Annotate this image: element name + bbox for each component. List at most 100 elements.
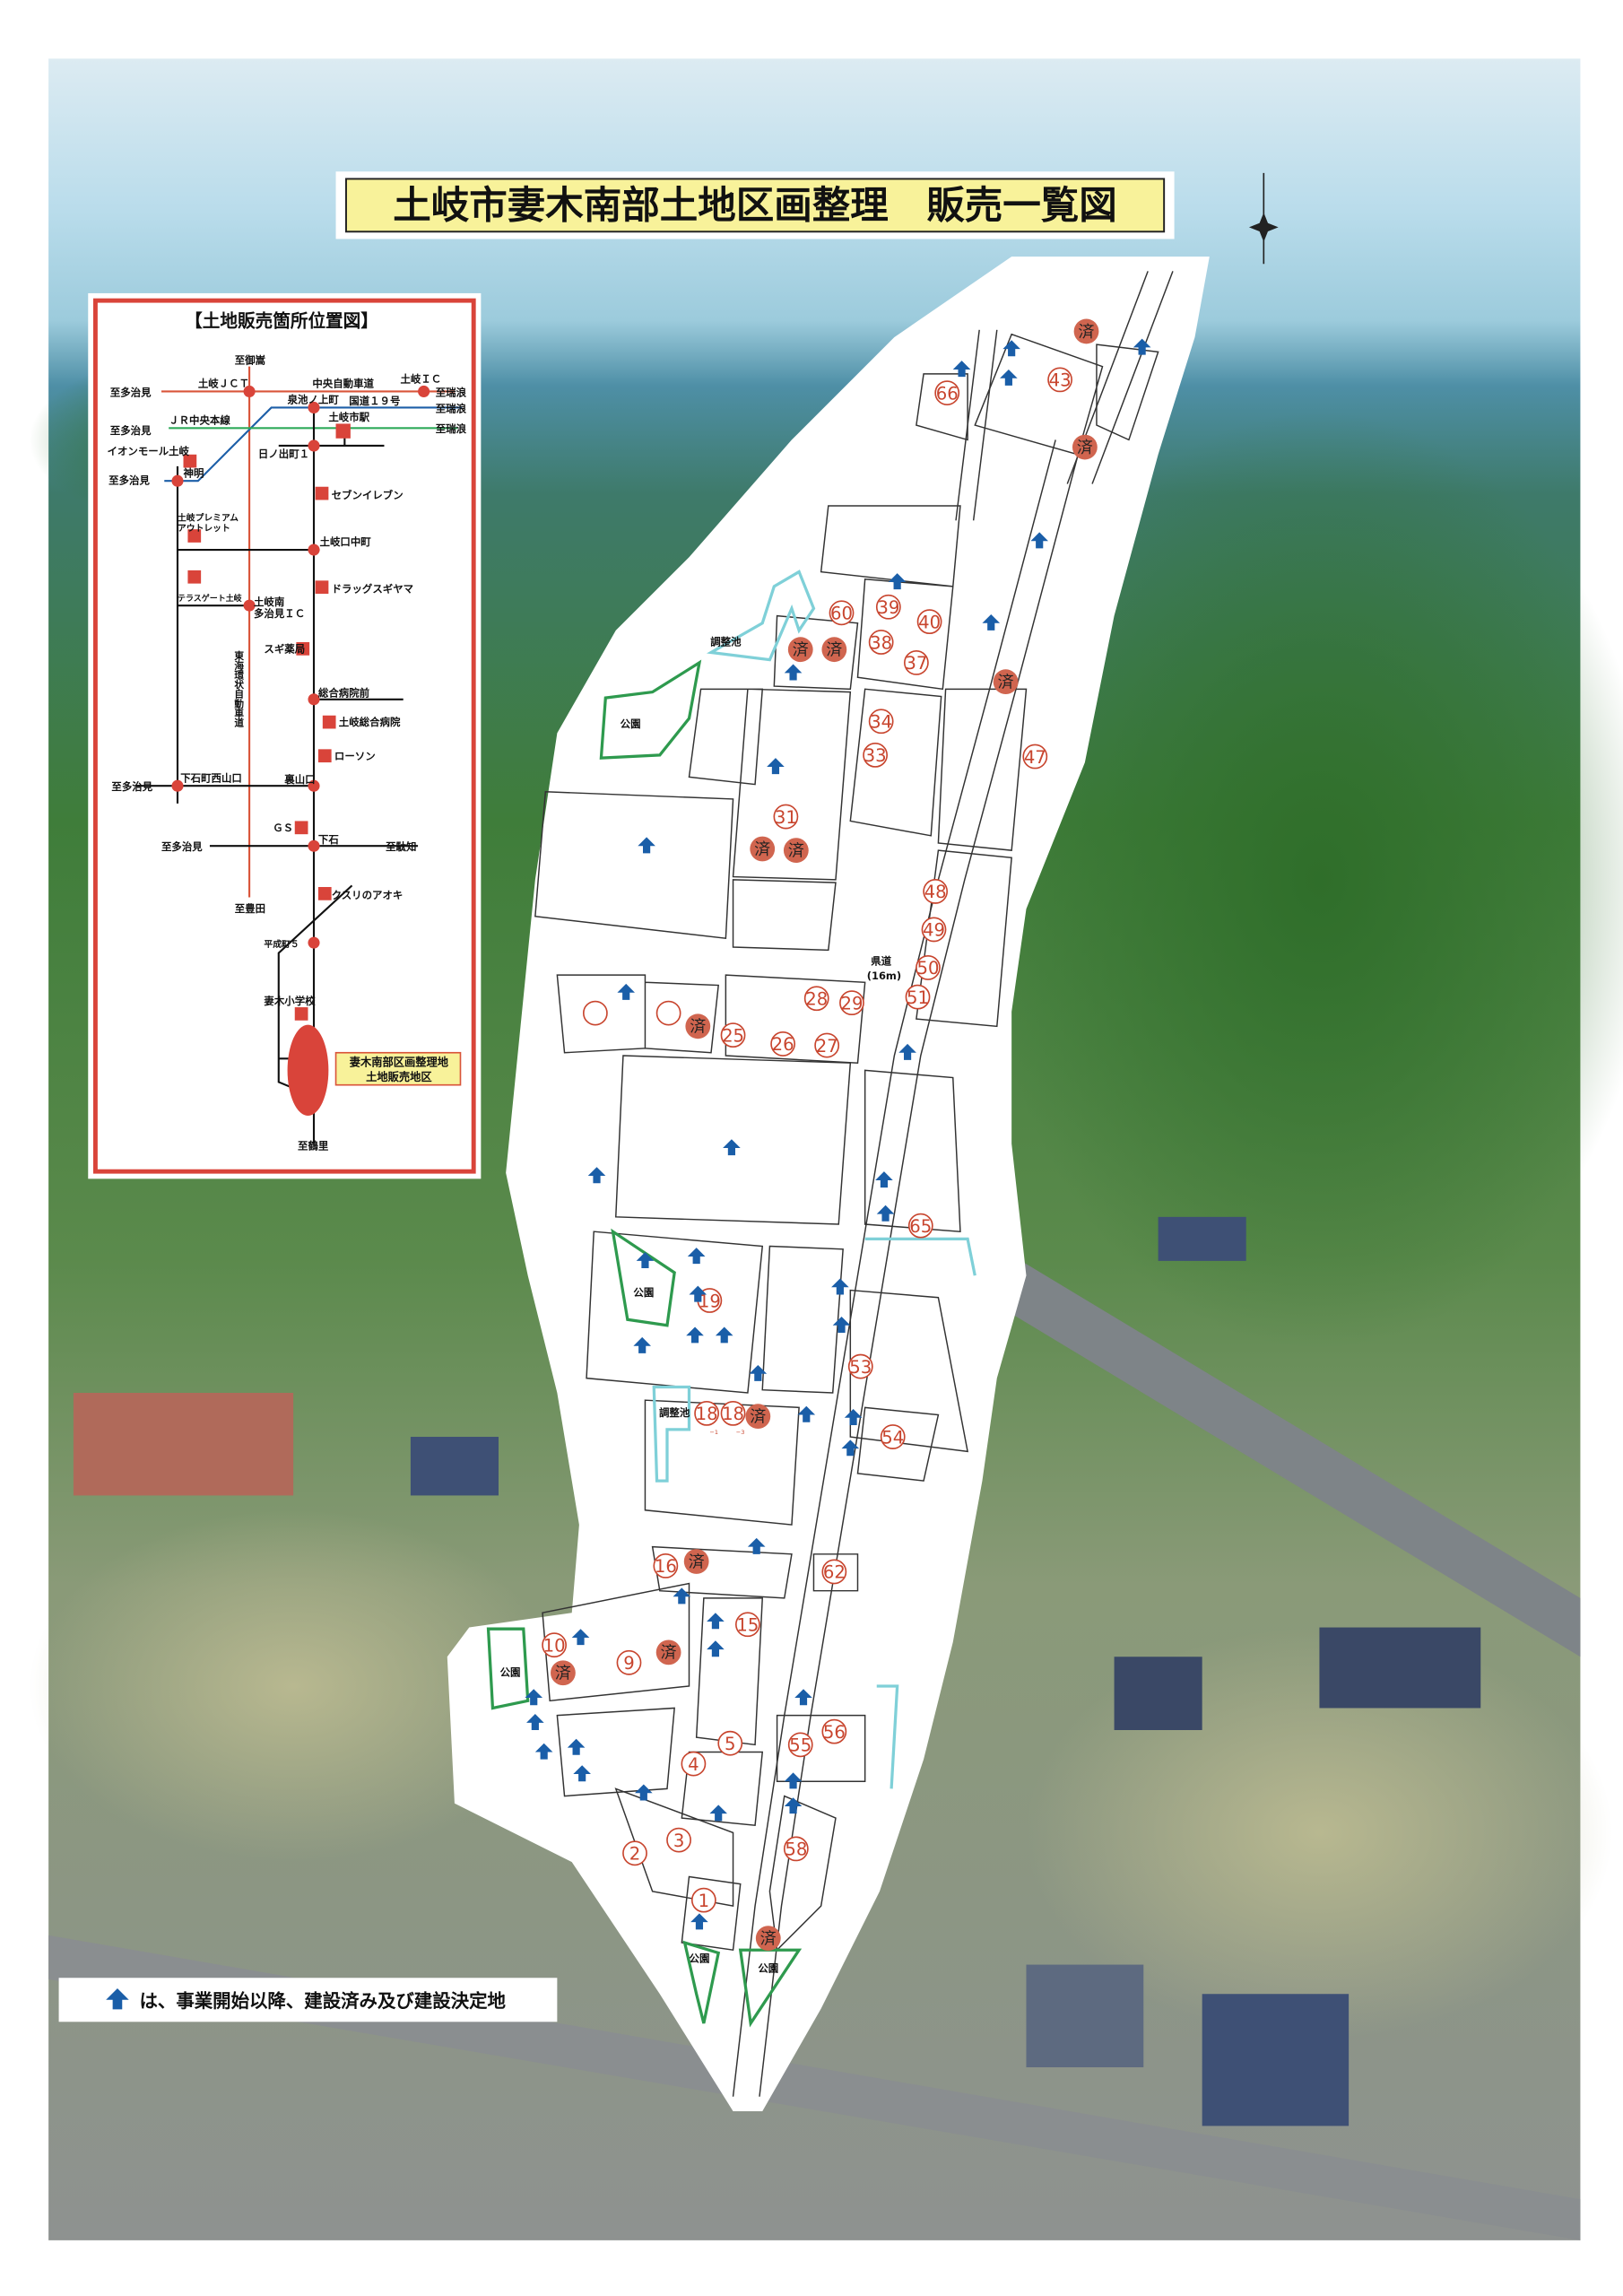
lot-for-sale-marker[interactable]: 47 [1022, 744, 1048, 770]
lot-for-sale-marker[interactable]: 3 [666, 1827, 691, 1853]
park-label: 公園 [633, 1286, 654, 1299]
lot-number-circle [720, 1400, 746, 1426]
lot-for-sale-marker[interactable]: 50 [916, 955, 941, 980]
lot-number: 19 [699, 1291, 721, 1311]
lot-for-sale-marker[interactable]: 66 [934, 380, 960, 406]
lot-for-sale-marker[interactable]: 9 [616, 1649, 642, 1675]
inset-place-label: イオンモール土岐 [108, 445, 190, 457]
inset-place-label: 土岐口中町 [320, 535, 372, 548]
sold-lot-marker: 済 [685, 1013, 711, 1039]
inset-place-label: 中央自動車道 [312, 378, 374, 390]
lot-for-sale-marker[interactable]: 39 [875, 594, 901, 620]
sold-lot-marker: 済 [683, 1549, 709, 1574]
lot-number-circle [934, 380, 960, 406]
inset-place-label: 至多治見 [110, 424, 152, 437]
lot-for-sale-marker[interactable]: 5 [717, 1730, 743, 1756]
lot-for-sale-marker[interactable]: 40 [916, 609, 942, 635]
lot-number-circle [616, 1649, 642, 1675]
lot-number-circle [880, 1424, 906, 1449]
lot-number-circle [903, 650, 929, 675]
lot-for-sale-marker[interactable]: 60 [829, 600, 855, 626]
target-area-label: 妻木南部区画整理地 [350, 1055, 449, 1068]
lot-for-sale-marker[interactable]: 18 [694, 1400, 720, 1426]
lot-number-circle [916, 955, 941, 980]
inset-place-label: 至多治見 [161, 840, 203, 853]
lot-number: 58 [785, 1839, 807, 1860]
legend: は、事業開始以降、建設済み及び建設決定地 [58, 1978, 558, 2022]
lot-number-circle [773, 804, 799, 830]
lot-for-sale-marker[interactable]: 18 [720, 1400, 746, 1426]
inset-place-label: 至鶴里 [298, 1140, 329, 1152]
lot-for-sale-marker[interactable]: 37 [903, 650, 929, 675]
lot-number: 9 [623, 1653, 634, 1674]
lot-number: 50 [916, 958, 939, 978]
lot-for-sale-marker[interactable]: 28 [803, 986, 829, 1012]
target-area-marker [287, 1024, 329, 1117]
lot-for-sale-marker[interactable]: 26 [770, 1031, 796, 1057]
location-inset-map: 【土地販売箇所位置図】 至御嵩 土岐ＪＣＴ 中央自動車道 土岐ＩＣ [88, 292, 482, 1179]
sold-lot-marker: 済 [1072, 434, 1098, 460]
lot-for-sale-marker[interactable]: 4 [681, 1751, 707, 1777]
sold-label: 済 [690, 1018, 706, 1037]
lot-number-circle [681, 1751, 707, 1777]
lot-for-sale-marker[interactable]: 29 [839, 990, 864, 1016]
lot-for-sale-marker[interactable]: 10 [542, 1632, 567, 1658]
lot-for-sale-marker[interactable]: 62 [821, 1559, 847, 1585]
road-label: 県道 [871, 955, 891, 968]
inset-place-label: 下石 [318, 833, 339, 846]
lot-for-sale-marker[interactable]: 56 [821, 1718, 847, 1744]
lot-for-sale-marker[interactable]: 49 [921, 917, 947, 943]
lot-for-sale-marker[interactable]: 65 [907, 1213, 933, 1239]
north-compass-icon [1248, 172, 1279, 265]
lot-for-sale-marker[interactable]: 27 [814, 1032, 840, 1058]
lot-for-sale-marker[interactable]: 31 [773, 804, 799, 830]
sold-label: 済 [754, 840, 770, 859]
lot-suffix: −1 [709, 1429, 718, 1436]
sold-lot-marker: 済 [750, 836, 776, 862]
lot-number-circle [542, 1632, 567, 1658]
lot-for-sale-marker[interactable]: 58 [783, 1836, 809, 1862]
park-label: 公園 [621, 718, 641, 730]
lot-suffix: −3 [736, 1429, 745, 1436]
lot-number-circle [839, 990, 864, 1016]
sold-label: 済 [750, 1407, 766, 1426]
target-area-label: 土地販売地区 [366, 1070, 431, 1083]
lot-number: 54 [881, 1427, 904, 1448]
pond-label: 調整池 [710, 635, 742, 648]
lot-for-sale-marker[interactable]: 16 [653, 1553, 679, 1578]
lot-for-sale-marker[interactable]: 43 [1047, 367, 1072, 393]
inset-place-label: 東海環状自動車道 [233, 650, 245, 727]
road-width-label: (16m) [867, 970, 901, 982]
lot-for-sale-marker[interactable]: 55 [787, 1732, 813, 1758]
sold-lot-marker: 済 [821, 637, 847, 663]
lot-number: 27 [816, 1036, 838, 1057]
inset-place-label: 多治見ＩＣ [254, 607, 305, 620]
lot-for-sale-marker[interactable]: 53 [847, 1353, 873, 1379]
lot-number: 3 [673, 1831, 684, 1851]
lot-for-sale-marker[interactable]: 1 [690, 1887, 716, 1913]
lot-number: 33 [864, 745, 887, 766]
lot-for-sale-marker[interactable]: 15 [734, 1612, 760, 1638]
lot-for-sale-marker[interactable]: 19 [697, 1288, 723, 1313]
lot-number-circle [694, 1400, 720, 1426]
inset-place-label: 土岐ＪＣＴ [198, 378, 249, 390]
pond-label: 調整池 [659, 1406, 690, 1419]
lot-number-circle [847, 1353, 873, 1379]
lot-for-sale-marker[interactable]: 25 [720, 1022, 746, 1048]
lot-number: 47 [1024, 747, 1046, 768]
lot-for-sale-marker[interactable]: 51 [905, 984, 931, 1010]
lot-for-sale-marker[interactable]: 34 [868, 709, 894, 735]
inset-place-label: 至瑞浪 [436, 422, 467, 435]
inset-place-label: 至瑞浪 [436, 402, 467, 414]
inset-place-label: 平成町５ [264, 938, 299, 950]
lot-number-circle [653, 1553, 679, 1578]
lot-for-sale-marker[interactable]: 54 [880, 1424, 906, 1449]
empty-lot-circle [582, 1000, 608, 1026]
lot-for-sale-marker[interactable]: 2 [622, 1840, 647, 1866]
lot-for-sale-marker[interactable]: 38 [868, 630, 894, 655]
sold-lot-marker: 済 [783, 838, 809, 864]
lot-number-circle [787, 1732, 813, 1758]
lot-for-sale-marker[interactable]: 48 [923, 879, 949, 904]
lot-for-sale-marker[interactable]: 33 [863, 742, 889, 768]
inset-place-label: 土岐総合病院 [339, 716, 401, 728]
